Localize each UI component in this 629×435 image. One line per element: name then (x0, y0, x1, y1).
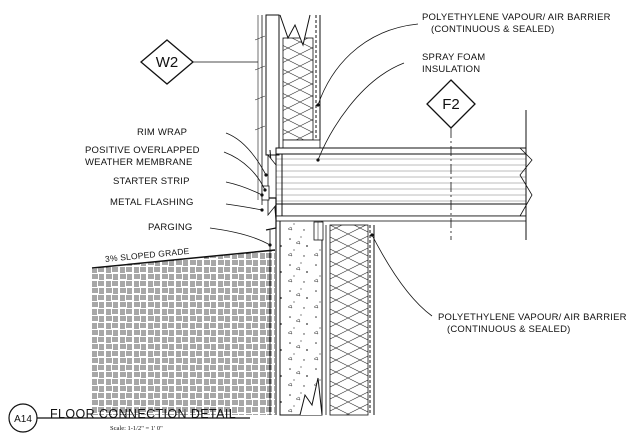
label-rim-wrap: RIM WRAP (137, 127, 188, 138)
label-spray-foam-2: INSULATION (422, 64, 481, 75)
label-spray-foam-1: SPRAY FOAM (422, 52, 486, 63)
label-vapour-top-2: (CONTINUOUS & SEALED) (431, 24, 555, 35)
foundation-wall (279, 219, 323, 416)
section-mark-f2: F2 (426, 79, 476, 240)
section-mark-w2: W2 (139, 39, 258, 85)
label-membrane-1: POSITIVE OVERLAPPED (85, 145, 200, 156)
grade-line (91, 249, 276, 269)
label-vapour-bottom-1: POLYETHYLENE VAPOUR/ AIR BARRIER (438, 312, 627, 323)
label-vapour-top-1: POLYETHYLENE VAPOUR/ AIR BARRIER (422, 12, 611, 23)
drawing-scale: Scale: 1-1/2" = 1' 0" (110, 425, 163, 432)
label-metal-flashing: METAL FLASHING (110, 197, 194, 208)
basement-insulation (329, 224, 369, 416)
f2-tag: F2 (442, 96, 460, 113)
label-membrane-2: WEATHER MEMBRANE (85, 157, 193, 168)
detail-tag: A14 (8, 403, 38, 433)
label-vapour-bottom-2: (CONTINUOUS & SEALED) (447, 324, 571, 335)
drawing-title: FLOOR CONNECTION DETAIL (50, 407, 237, 421)
upper-wall-siding (265, 14, 280, 156)
soil-hatch (92, 250, 275, 415)
starter-strip (261, 185, 270, 201)
leader-lines (209, 23, 433, 317)
svg-text:A14: A14 (14, 414, 32, 425)
leader-arrows (260, 103, 374, 247)
floor-joist (275, 153, 527, 205)
wall-insulation (282, 37, 314, 141)
label-starter-strip: STARTER STRIP (113, 176, 190, 187)
label-parging: PARGING (148, 222, 193, 233)
w2-tag: W2 (156, 54, 179, 71)
rim-wrap (267, 153, 277, 217)
